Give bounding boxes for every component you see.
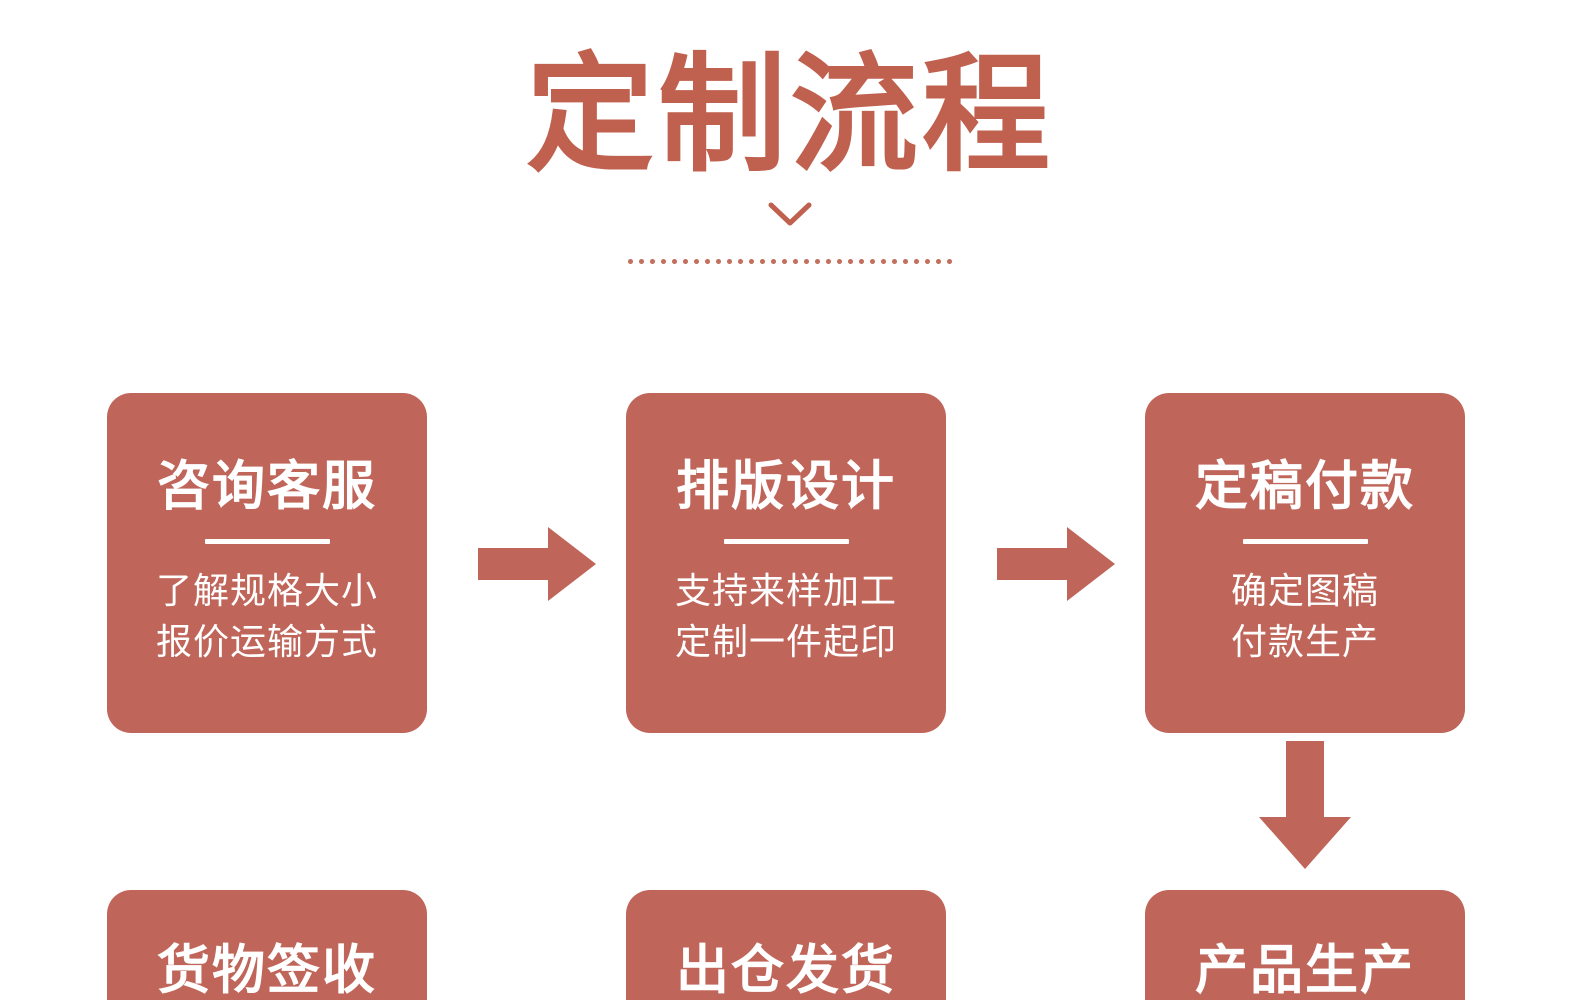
process-row-top: 咨询客服 了解规格大小 报价运输方式 排版设计 支持来样加工 定制一件起印	[107, 393, 1465, 869]
step-description-line-2: 定制一件起印	[674, 622, 897, 664]
step-divider	[1242, 539, 1368, 544]
step-description: 支持来样加工 定制一件起印	[675, 566, 897, 668]
process-step-card-4[interactable]: 产品生产	[1145, 890, 1465, 1000]
step-title: 出仓发货	[676, 940, 896, 1000]
process-step-card-6[interactable]: 货物签收	[107, 890, 427, 1000]
process-step-card-2[interactable]: 排版设计 支持来样加工 定制一件起印	[626, 393, 946, 733]
step-title: 排版设计	[676, 455, 896, 517]
process-flow: 咨询客服 了解规格大小 报价运输方式 排版设计 支持来样加工 定制一件起印	[107, 393, 1465, 1000]
page-title: 定制流程	[525, 40, 1054, 190]
step-description-line-1: 确定图稿	[1230, 571, 1379, 612]
process-step-card-3[interactable]: 定稿付款 确定图稿 付款生产	[1145, 393, 1465, 733]
arrow-step2-to-step3-icon	[997, 527, 1115, 601]
step-title: 货物签收	[157, 940, 377, 1000]
process-step-card-5[interactable]: 出仓发货	[626, 890, 946, 1000]
step-divider	[204, 539, 330, 544]
step-title: 咨询客服	[157, 455, 377, 517]
step-title: 产品生产	[1195, 940, 1415, 1000]
header: 定制流程	[0, 0, 1580, 266]
chevron-down-icon	[0, 198, 1580, 232]
arrow-step1-to-step2-icon	[478, 527, 596, 601]
process-row-bottom: 货物签收 出仓发货 产品生产	[107, 890, 1465, 1000]
step-description: 了解规格大小 报价运输方式	[156, 566, 378, 668]
process-step-card-1[interactable]: 咨询客服 了解规格大小 报价运输方式	[107, 393, 427, 733]
step-title: 定稿付款	[1195, 455, 1415, 517]
arrow-step3-to-step4-icon	[1259, 741, 1351, 869]
step-description-line-2: 付款生产	[1230, 622, 1379, 664]
step-description: 确定图稿 付款生产	[1231, 566, 1379, 668]
step-divider	[723, 539, 849, 544]
step-description-line-2: 报价运输方式	[155, 622, 378, 664]
dotted-divider	[625, 258, 955, 266]
step-description-line-1: 支持来样加工	[674, 571, 897, 612]
step-description-line-1: 了解规格大小	[155, 571, 378, 612]
